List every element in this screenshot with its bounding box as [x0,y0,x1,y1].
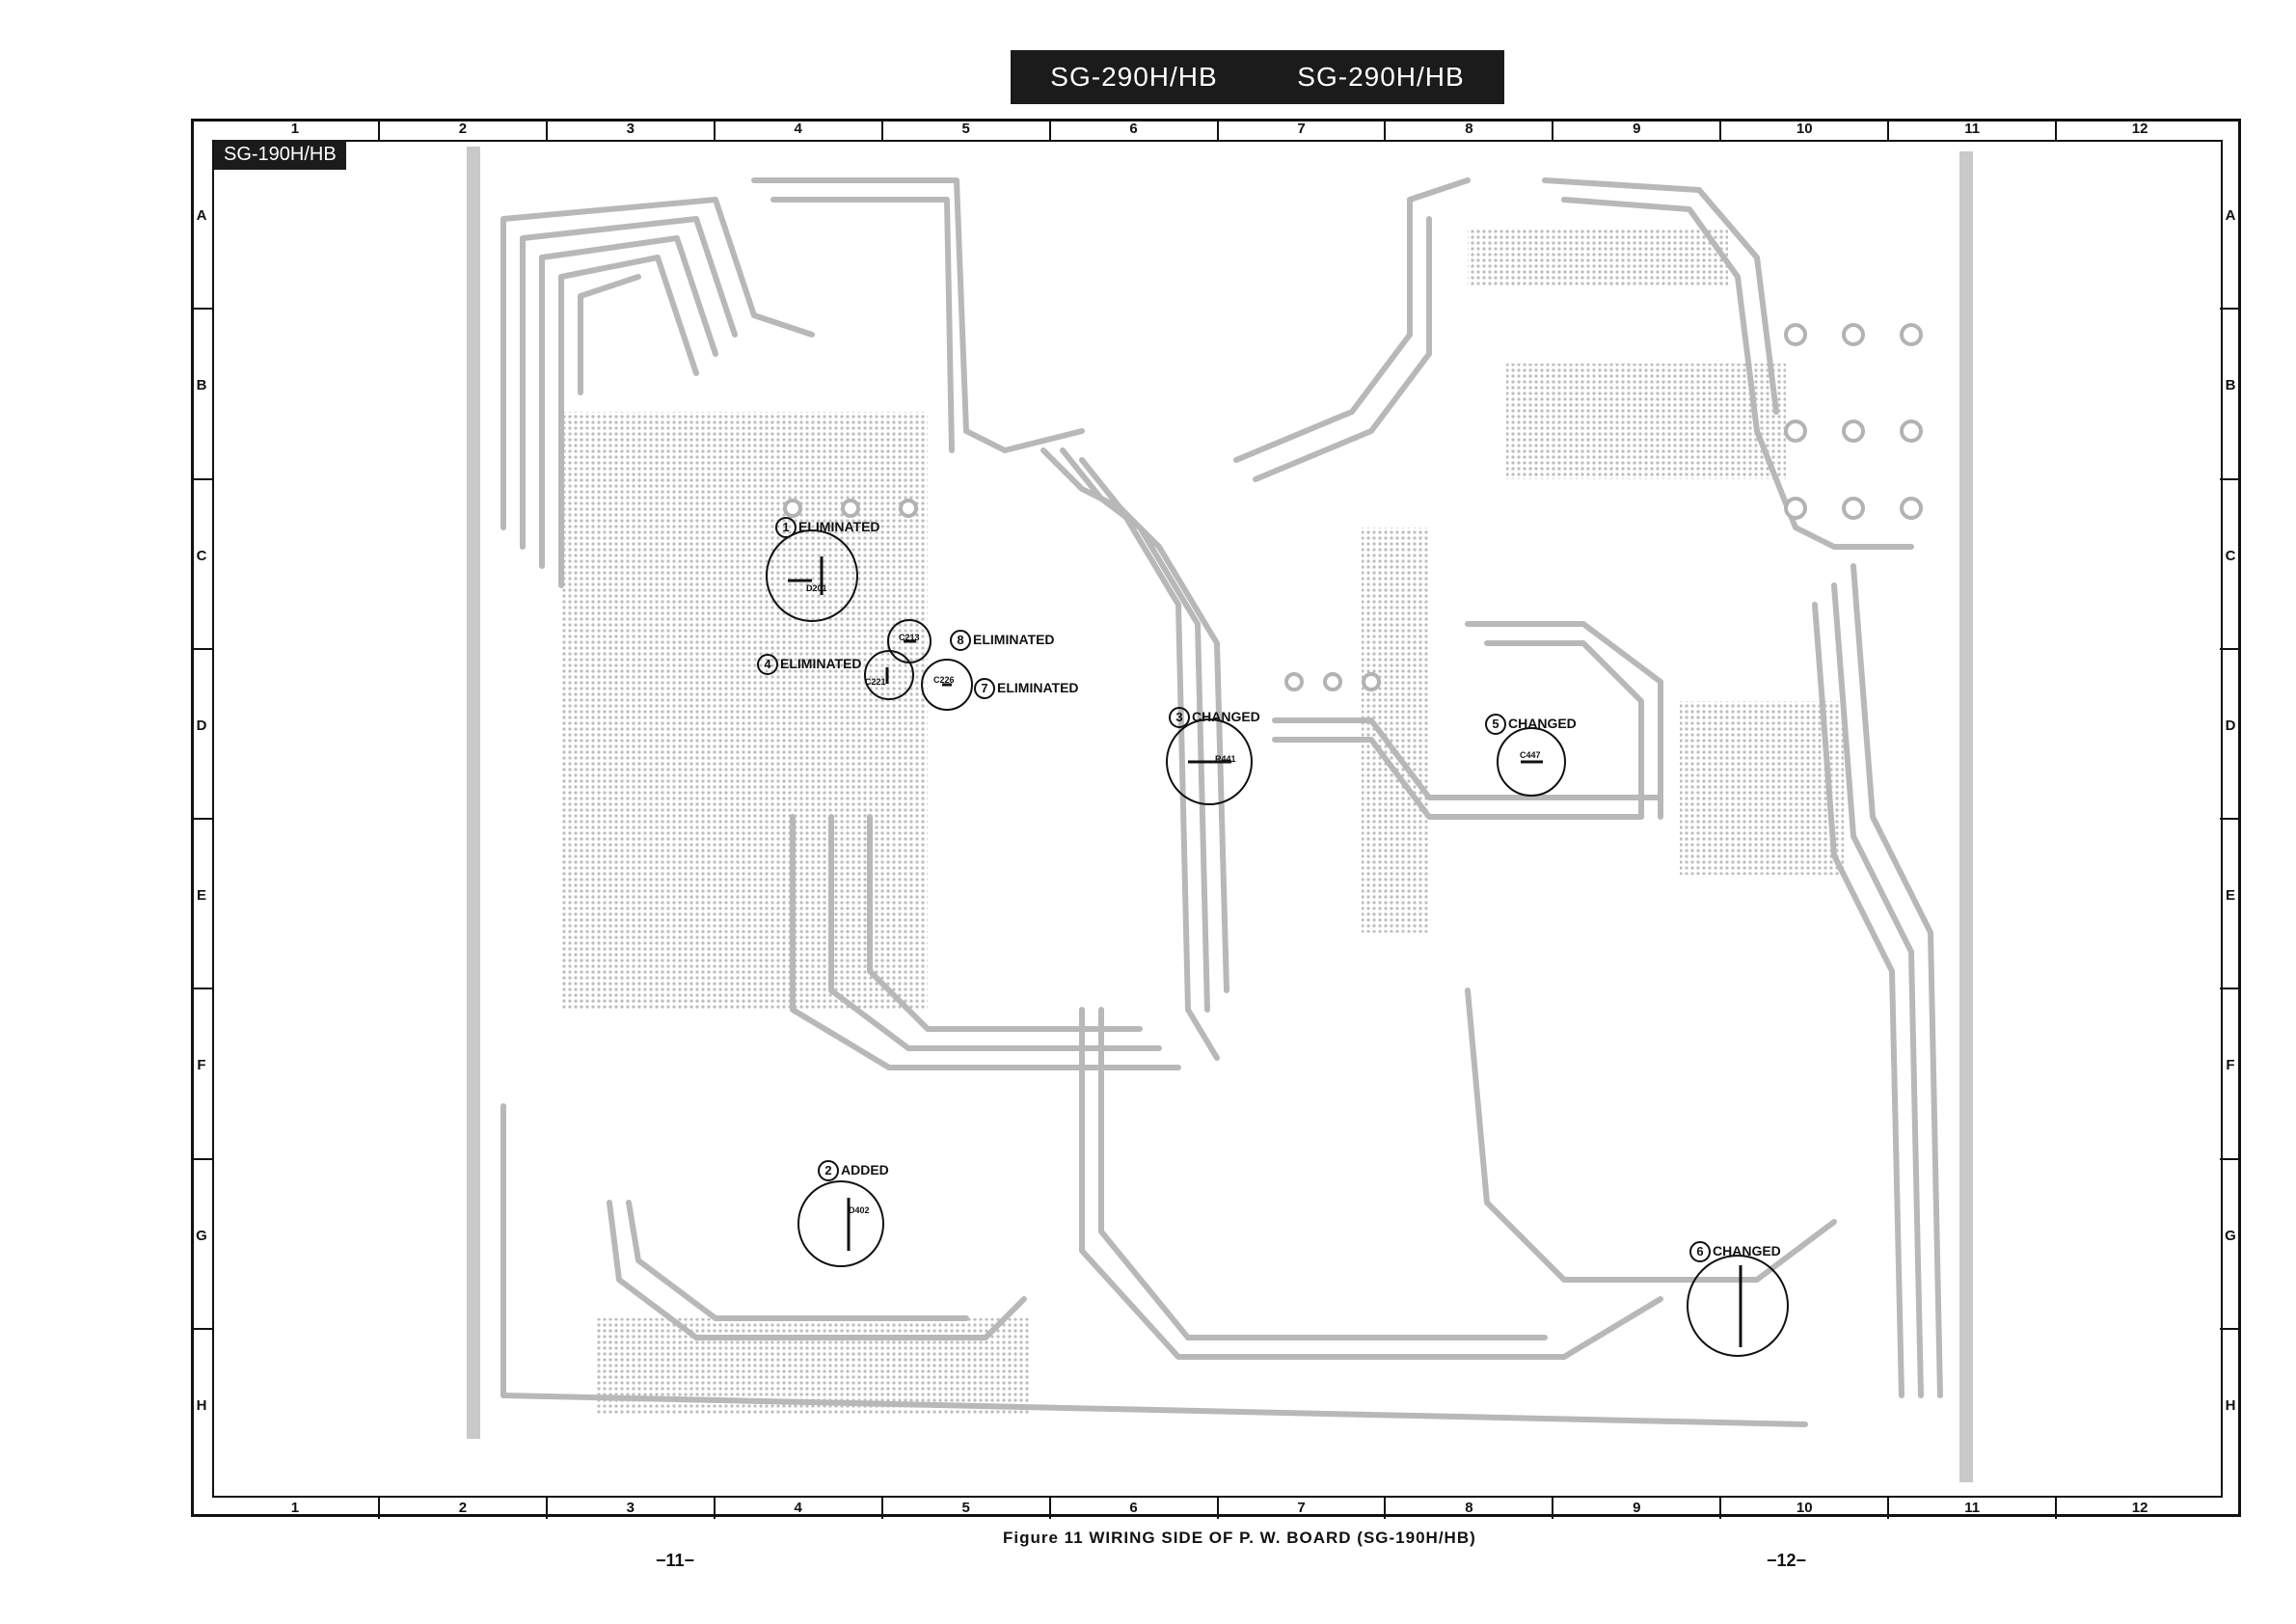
col-label: 7 [1219,119,1387,140]
annotation-text: ELIMINATED [997,680,1079,695]
row-label: B [2220,310,2241,479]
col-label: 8 [1386,119,1553,140]
col-label: 9 [1553,119,1721,140]
part-label-d402: D402 [849,1205,870,1215]
row-label: D [2220,650,2241,820]
annotation-text: ADDED [841,1162,889,1177]
col-label: 6 [1051,119,1219,140]
model-title-banner: SG-290H/HB SG-290H/HB [1011,50,1504,104]
part-label-c213: C213 [899,633,920,642]
row-label: D [191,650,212,820]
col-label: 4 [716,1498,883,1519]
row-label: B [191,310,212,479]
annotation-text: ELIMINATED [973,632,1055,647]
col-label: 9 [1553,1498,1721,1519]
col-label: 6 [1051,1498,1219,1519]
annotation-number: 3 [1169,707,1190,728]
col-label: 11 [1889,119,2057,140]
annotation-text: CHANGED [1713,1243,1781,1259]
col-label: 2 [380,1498,548,1519]
row-label: F [191,989,212,1159]
row-label: H [2220,1330,2241,1498]
row-label: A [191,140,212,310]
row-ruler-left: A B C D E F G H [191,140,212,1498]
col-label: 5 [883,1498,1051,1519]
model-title-right: SG-290H/HB [1297,62,1464,93]
col-label: 8 [1386,1498,1553,1519]
col-label: 12 [2057,1498,2223,1519]
column-ruler-bottom: 1 2 3 4 5 6 7 8 9 10 11 12 [212,1498,2223,1519]
col-label: 11 [1889,1498,2057,1519]
annotation-text: ELIMINATED [798,519,880,534]
annotation-number: 4 [757,654,778,675]
annotation-number: 5 [1485,714,1506,735]
col-label: 10 [1721,119,1889,140]
annotation-number: 2 [818,1160,839,1181]
annotation-number: 8 [950,630,971,651]
row-ruler-right: A B C D E F G H [2220,140,2241,1498]
col-label: 10 [1721,1498,1889,1519]
column-ruler-top: 1 2 3 4 5 6 7 8 9 10 11 12 [212,119,2223,140]
col-label: 12 [2057,119,2223,140]
row-label: C [191,480,212,650]
col-label: 7 [1219,1498,1387,1519]
annotation-number: 6 [1689,1241,1711,1262]
col-label: 3 [548,1498,716,1519]
row-label: F [2220,989,2241,1159]
part-label-d201: D201 [806,583,827,593]
row-label: E [191,820,212,989]
pcb-wiring-artwork [214,142,2221,1496]
row-label: G [191,1160,212,1330]
annotation-text: CHANGED [1508,716,1577,731]
page-number-left: −11− [656,1551,694,1571]
part-label-c226: C226 [933,675,955,685]
model-title-left: SG-290H/HB [1050,62,1217,93]
annotation-text: CHANGED [1192,709,1260,724]
col-label: 2 [380,119,548,140]
col-label: 3 [548,119,716,140]
row-label: G [2220,1160,2241,1330]
row-label: H [191,1330,212,1498]
board-model-tag: SG-190H/HB [214,140,346,170]
row-label: E [2220,820,2241,989]
annotation-text: ELIMINATED [780,656,862,671]
figure-caption: Figure 11 WIRING SIDE OF P. W. BOARD (SG… [1003,1529,1476,1548]
annotation-number: 1 [775,517,797,538]
row-label: A [2220,140,2241,310]
col-label: 4 [716,119,883,140]
part-label-c447: C447 [1520,750,1541,760]
part-label-r441: R441 [1215,754,1236,764]
part-label-c221: C221 [865,677,886,687]
row-label: C [2220,480,2241,650]
col-label: 1 [212,119,380,140]
col-label: 1 [212,1498,380,1519]
col-label: 5 [883,119,1051,140]
annotation-number: 7 [974,678,995,699]
page-number-right: −12− [1767,1551,1806,1571]
